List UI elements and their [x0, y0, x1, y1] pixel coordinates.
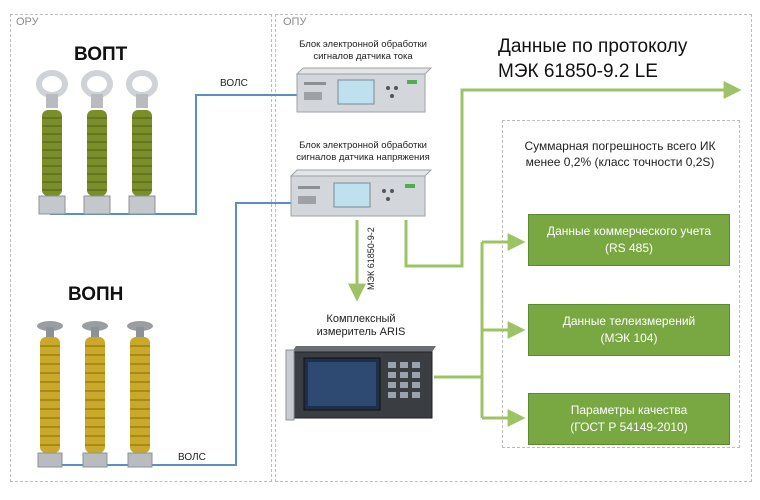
- meter-device-icon: [285, 346, 436, 421]
- voltage-sensor-icon: [37, 321, 63, 468]
- block-voltage-caption: Блок электронной обработки сигналов датч…: [296, 140, 430, 163]
- protocol-arrow: [404, 81, 742, 268]
- fiber-label-upper: ВОЛС: [220, 78, 248, 89]
- voltage-sensor-icon: [82, 321, 108, 468]
- rack-unit-icon: [295, 67, 433, 113]
- rack-unit-icon: [289, 169, 433, 217]
- current-sensor-icon: [36, 70, 68, 215]
- opu-zone: [275, 14, 752, 482]
- block-current-caption: Блок электронной обработки сигналов датч…: [299, 39, 427, 62]
- output-box-commercial: Данные коммерческого учета (RS 485): [528, 214, 730, 266]
- voltage-sensor-icon: [127, 321, 153, 468]
- accuracy-note: Суммарная погрешность всего ИК менее 0,2…: [524, 139, 716, 169]
- current-sensor-icon: [126, 70, 158, 215]
- protocol-title: Данные по протоколу МЭК 61850-9.2 LE: [498, 36, 688, 82]
- opu-zone-label: ОПУ: [283, 16, 307, 28]
- current-sensor-icon: [81, 70, 113, 215]
- iec-vertical-label: МЭК 61850-9-2: [366, 227, 376, 290]
- oru-zone: [10, 14, 272, 482]
- vopn-title: ВОПН: [68, 284, 124, 305]
- meter-caption: Комплексный измеритель ARIS: [316, 313, 406, 338]
- output-box-quality: Параметры качества (ГОСТ Р 54149-2010): [528, 393, 730, 445]
- fiber-label-lower: ВОЛС: [178, 452, 206, 463]
- vopt-title: ВОПТ: [74, 44, 128, 65]
- fiber-line-upper: [50, 94, 297, 215]
- oru-zone-label: ОРУ: [16, 16, 39, 28]
- outputs-frame: [502, 120, 740, 448]
- output-box-telemetry: Данные телеизмерений (МЭК 104): [528, 304, 730, 356]
